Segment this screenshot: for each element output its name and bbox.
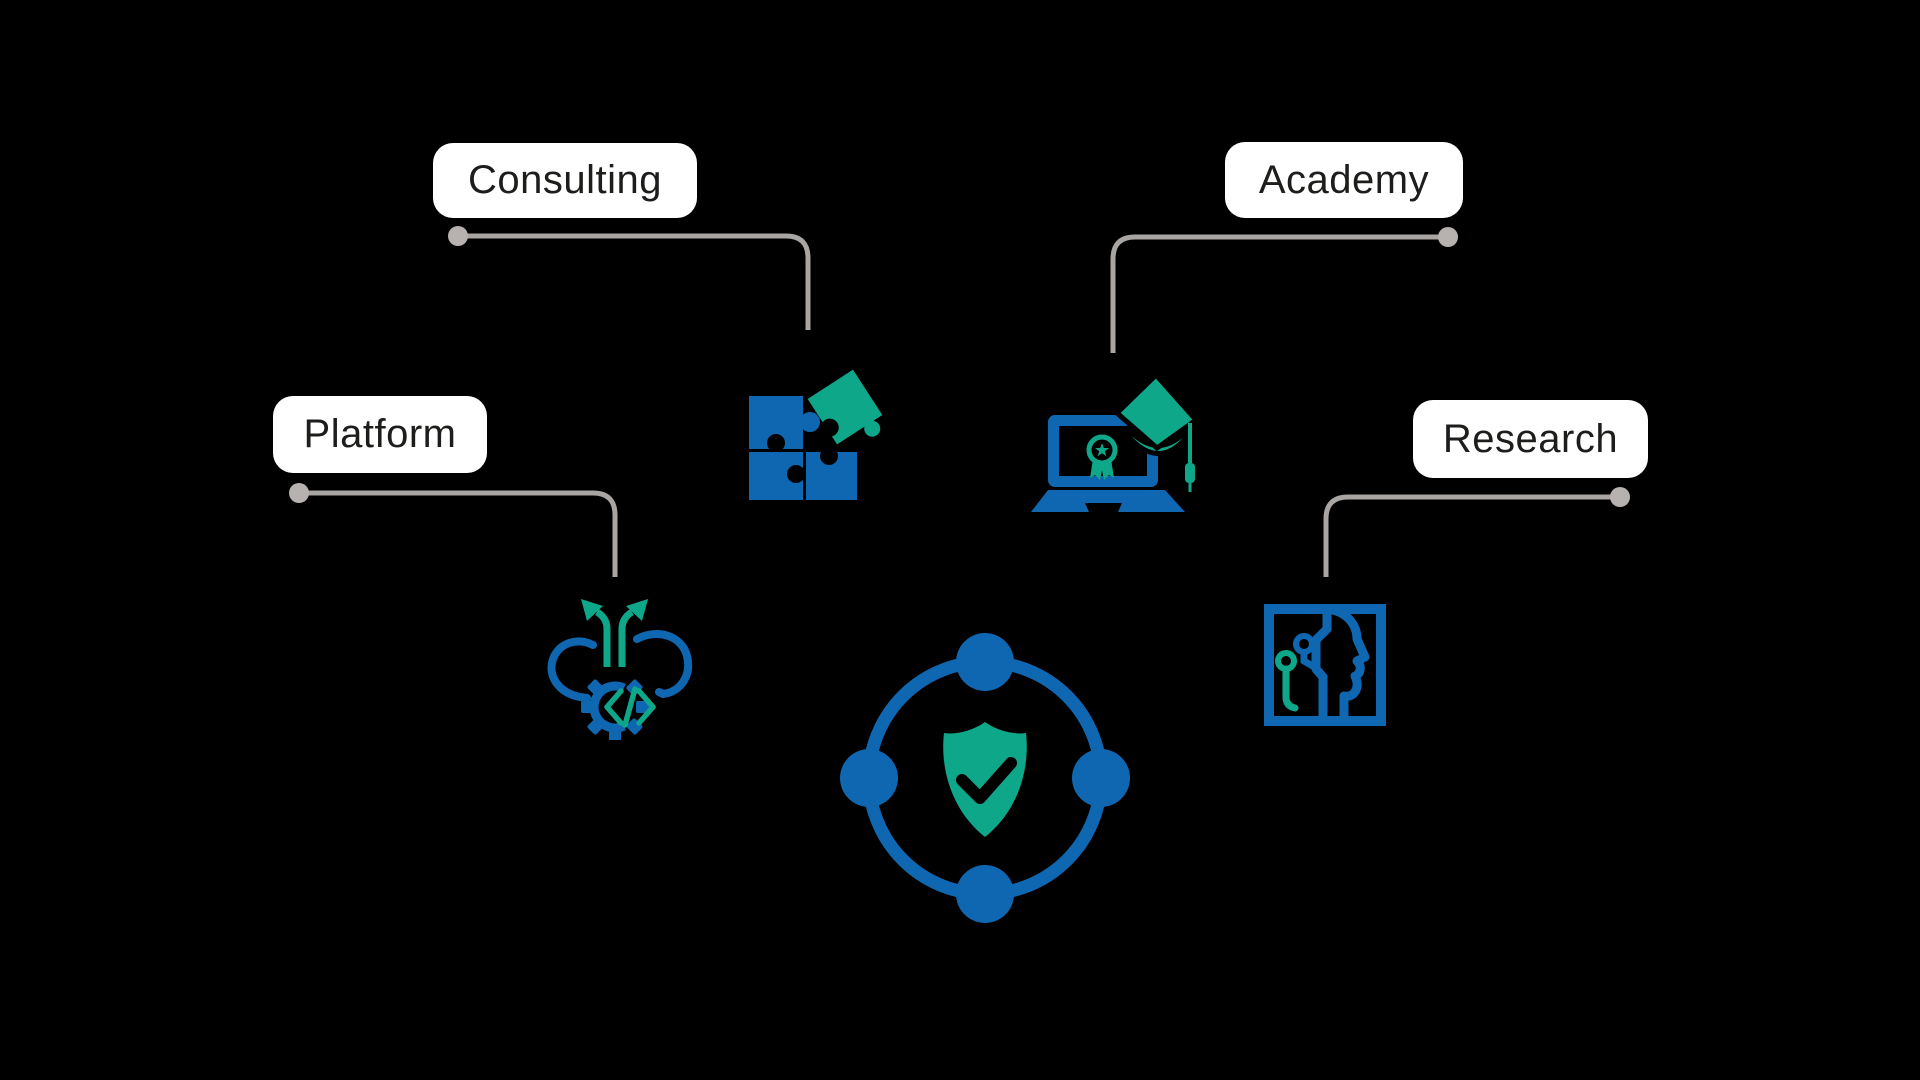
puzzle-piece-top-left — [749, 396, 820, 452]
certificate-badge-icon — [1086, 434, 1118, 480]
connector-consulting — [448, 226, 811, 330]
head-profile — [1311, 604, 1370, 724]
connector-platform — [289, 483, 618, 577]
label-research: Research — [1413, 400, 1648, 478]
laptop-graduation-cap-icon — [1031, 371, 1200, 512]
puzzle-pieces-icon — [749, 369, 883, 500]
puzzle-piece-green — [807, 369, 883, 445]
label-consulting: Consulting — [433, 143, 697, 218]
label-platform: Platform — [273, 396, 487, 473]
connector-dot — [1438, 227, 1458, 247]
code-gear-icon — [581, 679, 656, 740]
label-academy: Academy — [1225, 142, 1463, 218]
puzzle-piece-bottom-left — [749, 452, 805, 500]
connector-research — [1323, 487, 1630, 577]
shield-check-icon — [943, 722, 1027, 837]
cloud-branch-code-gear-icon — [547, 599, 693, 740]
puzzle-piece-bottom-right — [806, 447, 857, 500]
circuit-node-green — [1275, 650, 1299, 712]
connector-dot — [1610, 487, 1630, 507]
connector-dot — [448, 226, 468, 246]
graduation-cap — [1113, 371, 1200, 492]
cloud-outline — [547, 630, 693, 702]
circuit-node-blue — [1293, 633, 1318, 672]
connector-dot — [289, 483, 309, 503]
shield-check-network-icon — [840, 633, 1130, 923]
branch-arrows-icon — [581, 599, 648, 667]
code-brackets-icon — [604, 686, 656, 728]
ai-head-circuit-icon — [1264, 604, 1386, 726]
network-nodes — [840, 633, 1130, 923]
connector-academy — [1110, 227, 1458, 353]
